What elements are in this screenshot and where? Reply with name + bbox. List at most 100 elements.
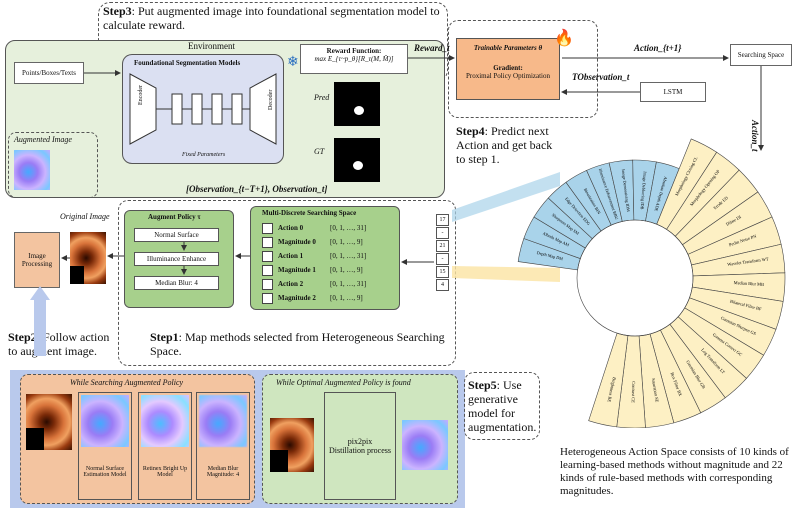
step2-text: : Follow action to augment image. (8, 330, 110, 358)
number-cell: - (436, 253, 449, 265)
step1-title: Step1: Map methods selected from Heterog… (150, 330, 456, 358)
row-checkbox (262, 265, 273, 276)
step4-label: Step4 (456, 124, 485, 138)
svg-text:Wavelet Transform WT: Wavelet Transform WT (727, 256, 769, 266)
model2-box (138, 392, 192, 500)
number-cell: 21 (436, 240, 449, 252)
optimal-output-image (402, 420, 448, 470)
row-name: Action 0 (278, 224, 304, 232)
action-t1-label: Action_{t+1} (634, 43, 682, 53)
step5-label: Step5 (468, 378, 497, 392)
svg-text:Image Deblurring IDB: Image Deblurring IDB (640, 171, 648, 210)
row-range: [0, 1, …, 31] (330, 280, 367, 288)
step3-text: : Put augmented image into foundational … (103, 4, 440, 32)
step4-text: : Predict next Action and get back to st… (456, 124, 553, 166)
step1-text: : Map methods selected from Heterogeneou… (150, 330, 445, 358)
row-checkbox (262, 293, 273, 304)
row-checkbox (262, 279, 273, 290)
lstm-box: LSTM (640, 82, 706, 102)
reward-function-box: Reward Function: max E_{τ~p_θ}[R_τ(M, M̂… (300, 44, 408, 74)
augmented-image-label: Augmented Image (14, 135, 72, 144)
row-range: [0, 1, …, 31] (330, 252, 367, 260)
model1-box (78, 392, 132, 500)
step3-title: Step3: Put augmented image into foundati… (103, 4, 443, 32)
model3-box (196, 392, 250, 500)
step4-title: Step4: Predict next Action and get back … (456, 124, 564, 166)
number-cell: 4 (436, 279, 449, 291)
row-range: [0, 1, …, 9] (330, 238, 363, 246)
gt-label: GT (314, 147, 325, 156)
step5-frame (464, 372, 540, 440)
step1-label: Step1 (150, 330, 179, 344)
row-name: Magnitude 0 (278, 238, 316, 246)
svg-text:Brightness BE: Brightness BE (607, 377, 617, 403)
original-image (70, 232, 106, 284)
search-space-row: Action 0[0, 1, …, 31] (262, 222, 394, 236)
optimal-original-image (270, 418, 314, 472)
number-cell: 17 (436, 214, 449, 226)
number-cell: - (436, 227, 449, 239)
pred-mask (334, 82, 380, 126)
row-range: [0, 1, …, 9] (330, 294, 363, 302)
search-space-row: Magnitude 2[0, 1, …, 9] (262, 292, 394, 306)
row-name: Magnitude 1 (278, 266, 316, 274)
searching-space-box: Searching Space (730, 44, 792, 66)
flame-icon: 🔥 (554, 30, 574, 47)
image-processing-box: Image Processing (14, 232, 60, 288)
reward-title: Reward Function: (326, 47, 382, 55)
row-checkbox (262, 251, 273, 262)
trainable-label: Trainable Parameters θ (473, 44, 543, 52)
optimal-title: While Optimal Augmented Policy is found (276, 378, 411, 387)
svg-text:Depth Map DM: Depth Map DM (536, 250, 563, 261)
step3-label: Step3 (103, 4, 132, 18)
model3-label: Median Blur Magnitude: 4 (206, 466, 240, 478)
row-name: Action 2 (278, 280, 304, 288)
action-space-caption: Heterogeneous Action Space consists of 1… (560, 446, 789, 497)
policy-row-normal-surface: Normal Surface (134, 228, 219, 242)
pred-label: Pred (314, 93, 330, 102)
augmented-image-frame (8, 132, 98, 198)
number-cell: 15 (436, 266, 449, 278)
row-range: [0, 1, …, 9] (330, 266, 363, 274)
svg-text:Saturation SE: Saturation SE (651, 378, 660, 403)
pix2pix-box: pix2pix Distillation process (324, 392, 396, 500)
original-image-label: Original Image (60, 212, 110, 221)
augmented-image (14, 150, 50, 190)
search-space-row: Magnitude 0 [0, 1, …, 9] (262, 236, 394, 250)
agent-frame (448, 20, 598, 118)
encoder-decoder-graphic (129, 73, 277, 145)
searching-original-image (26, 394, 72, 450)
row-checkbox (262, 237, 273, 248)
search-space-row: Magnitude 1 [0, 1, …, 9] (262, 264, 394, 278)
step2-title: Step2: Follow action to augment image. (8, 330, 118, 358)
search-space-title: Multi-Discrete Searching Space (262, 209, 357, 217)
model1-label: Normal Surface Estimation Model (83, 466, 127, 478)
snowflake-icon: ❄ (287, 55, 299, 70)
policy-row-median-blur: Median Blur: 4 (134, 276, 219, 290)
search-space-row: Action 1[0, 1, …, 31] (262, 250, 394, 264)
reward-t-label: Reward_t (414, 43, 450, 53)
ppo-box: Trainable Parameters θ Gradient: Proxima… (456, 38, 560, 100)
environment-title: Environment (188, 41, 235, 51)
reward-formula: max E_{τ~p_θ}[R_τ(M, M̂)] (314, 55, 394, 63)
gradient-label: Gradient: (493, 64, 523, 72)
step5-title: Step5: Use generative model for augmenta… (468, 378, 538, 434)
segmentation-model-title: Foundational Segmentation Models (134, 59, 241, 67)
fixed-parameters-label: Fixed Parameters (182, 152, 226, 158)
svg-text:Image Demosaicing IDM: Image Demosaicing IDM (621, 169, 631, 212)
searching-title: While Searching Augmented Policy (70, 378, 184, 387)
svg-text:Contrast CE: Contrast CE (631, 381, 637, 403)
ppo-label: Proximal Policy Optimization (466, 72, 550, 80)
wheel-segment-rule: Box Filter BX (649, 329, 702, 424)
search-space-row: Action 2 [0, 1, …, 31] (262, 278, 394, 292)
step5-text: : Use generative model for augmentation. (468, 378, 537, 434)
augment-policy-title: Augment Policy τ (148, 213, 201, 221)
gt-mask (334, 138, 380, 182)
tobservation-label: TObservation_t (572, 72, 630, 82)
model2-label: Retinex Bright Up Model (142, 466, 188, 478)
svg-text:Median Blur MB: Median Blur MB (734, 280, 765, 287)
policy-row-illuminance: Illuminance Enhance (134, 252, 219, 266)
search-space-box (250, 206, 400, 310)
